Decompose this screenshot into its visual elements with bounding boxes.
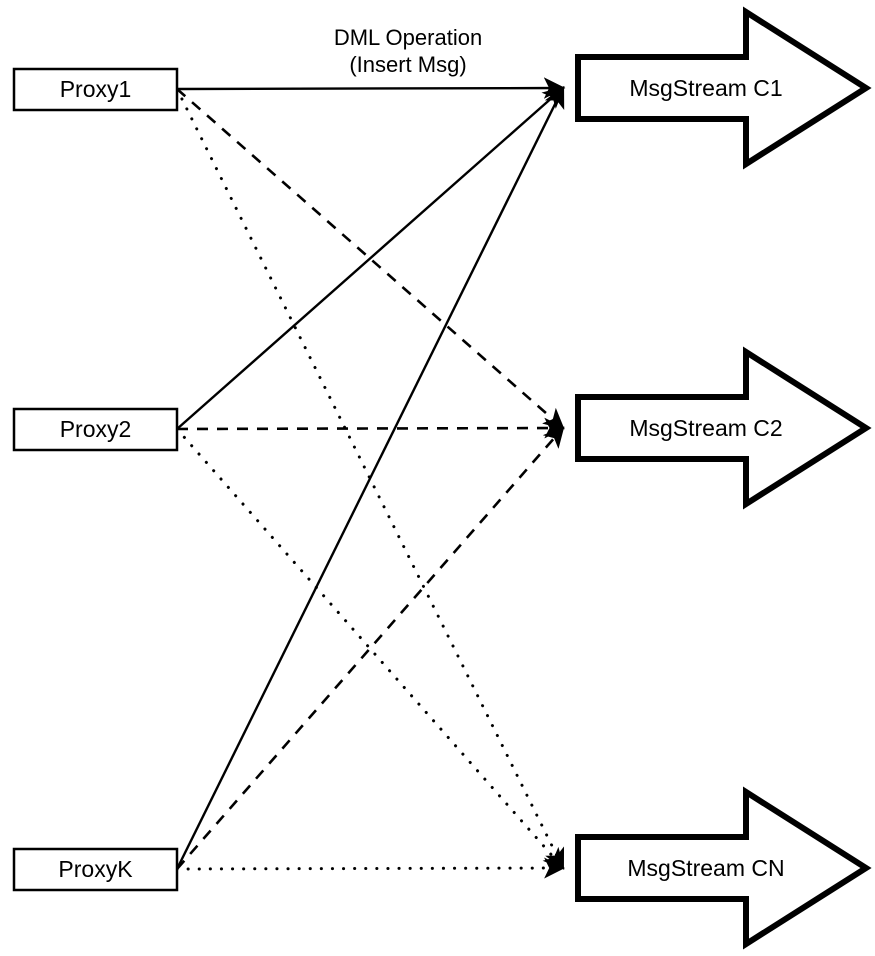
proxy2-box[interactable] — [12, 407, 179, 452]
edge-proxy2-to-stream-c1[interactable] — [176, 86, 565, 430]
edge-group-proxy1 — [175, 77, 566, 870]
edge-proxyk-to-stream-cn[interactable] — [175, 857, 566, 879]
edge-label-line1: DML Operation — [334, 25, 482, 50]
proxy1-box[interactable] — [12, 67, 179, 112]
stream-c1-label: MsgStream C1 — [629, 75, 782, 101]
proxy1-label: Proxy1 — [60, 76, 132, 102]
edge-proxy1-to-stream-c2[interactable] — [176, 88, 565, 430]
stream-cn-arrow-shape[interactable] — [575, 786, 872, 950]
edge-proxy2-to-stream-c2[interactable] — [176, 417, 566, 439]
stream-node-c1[interactable]: MsgStream C1 — [575, 6, 872, 170]
edge-group-proxy2 — [175, 86, 566, 870]
edge-label-line2: (Insert Msg) — [349, 52, 466, 77]
edge-proxy1-to-stream-c1[interactable] — [176, 77, 566, 99]
edge-proxy2-to-stream-cn[interactable] — [175, 427, 565, 870]
stream-c2-label: MsgStream C2 — [629, 415, 782, 441]
proxyk-box[interactable] — [12, 847, 179, 892]
edge-label-dml-operation: DML Operation (Insert Msg) — [334, 25, 482, 77]
stream-cn-label: MsgStream CN — [627, 855, 784, 881]
edge-group-proxyk — [175, 85, 566, 879]
stream-c2-arrow-shape[interactable] — [575, 346, 872, 510]
stream-node-c2[interactable]: MsgStream C2 — [575, 346, 872, 510]
proxy-node-proxy2[interactable]: Proxy2 — [12, 407, 179, 452]
edge-proxyk-to-stream-c1[interactable] — [175, 85, 565, 870]
stream-node-cn[interactable]: MsgStream CN — [575, 786, 872, 950]
edge-proxyk-to-stream-c2[interactable] — [176, 426, 565, 870]
edge-proxy1-to-stream-cn[interactable] — [175, 87, 565, 870]
proxy2-label: Proxy2 — [60, 416, 132, 442]
stream-c1-arrow-shape[interactable] — [575, 6, 872, 170]
proxyk-label: ProxyK — [58, 856, 133, 882]
proxy-node-proxyk[interactable]: ProxyK — [12, 847, 179, 892]
proxy-node-proxy1[interactable]: Proxy1 — [12, 67, 179, 112]
